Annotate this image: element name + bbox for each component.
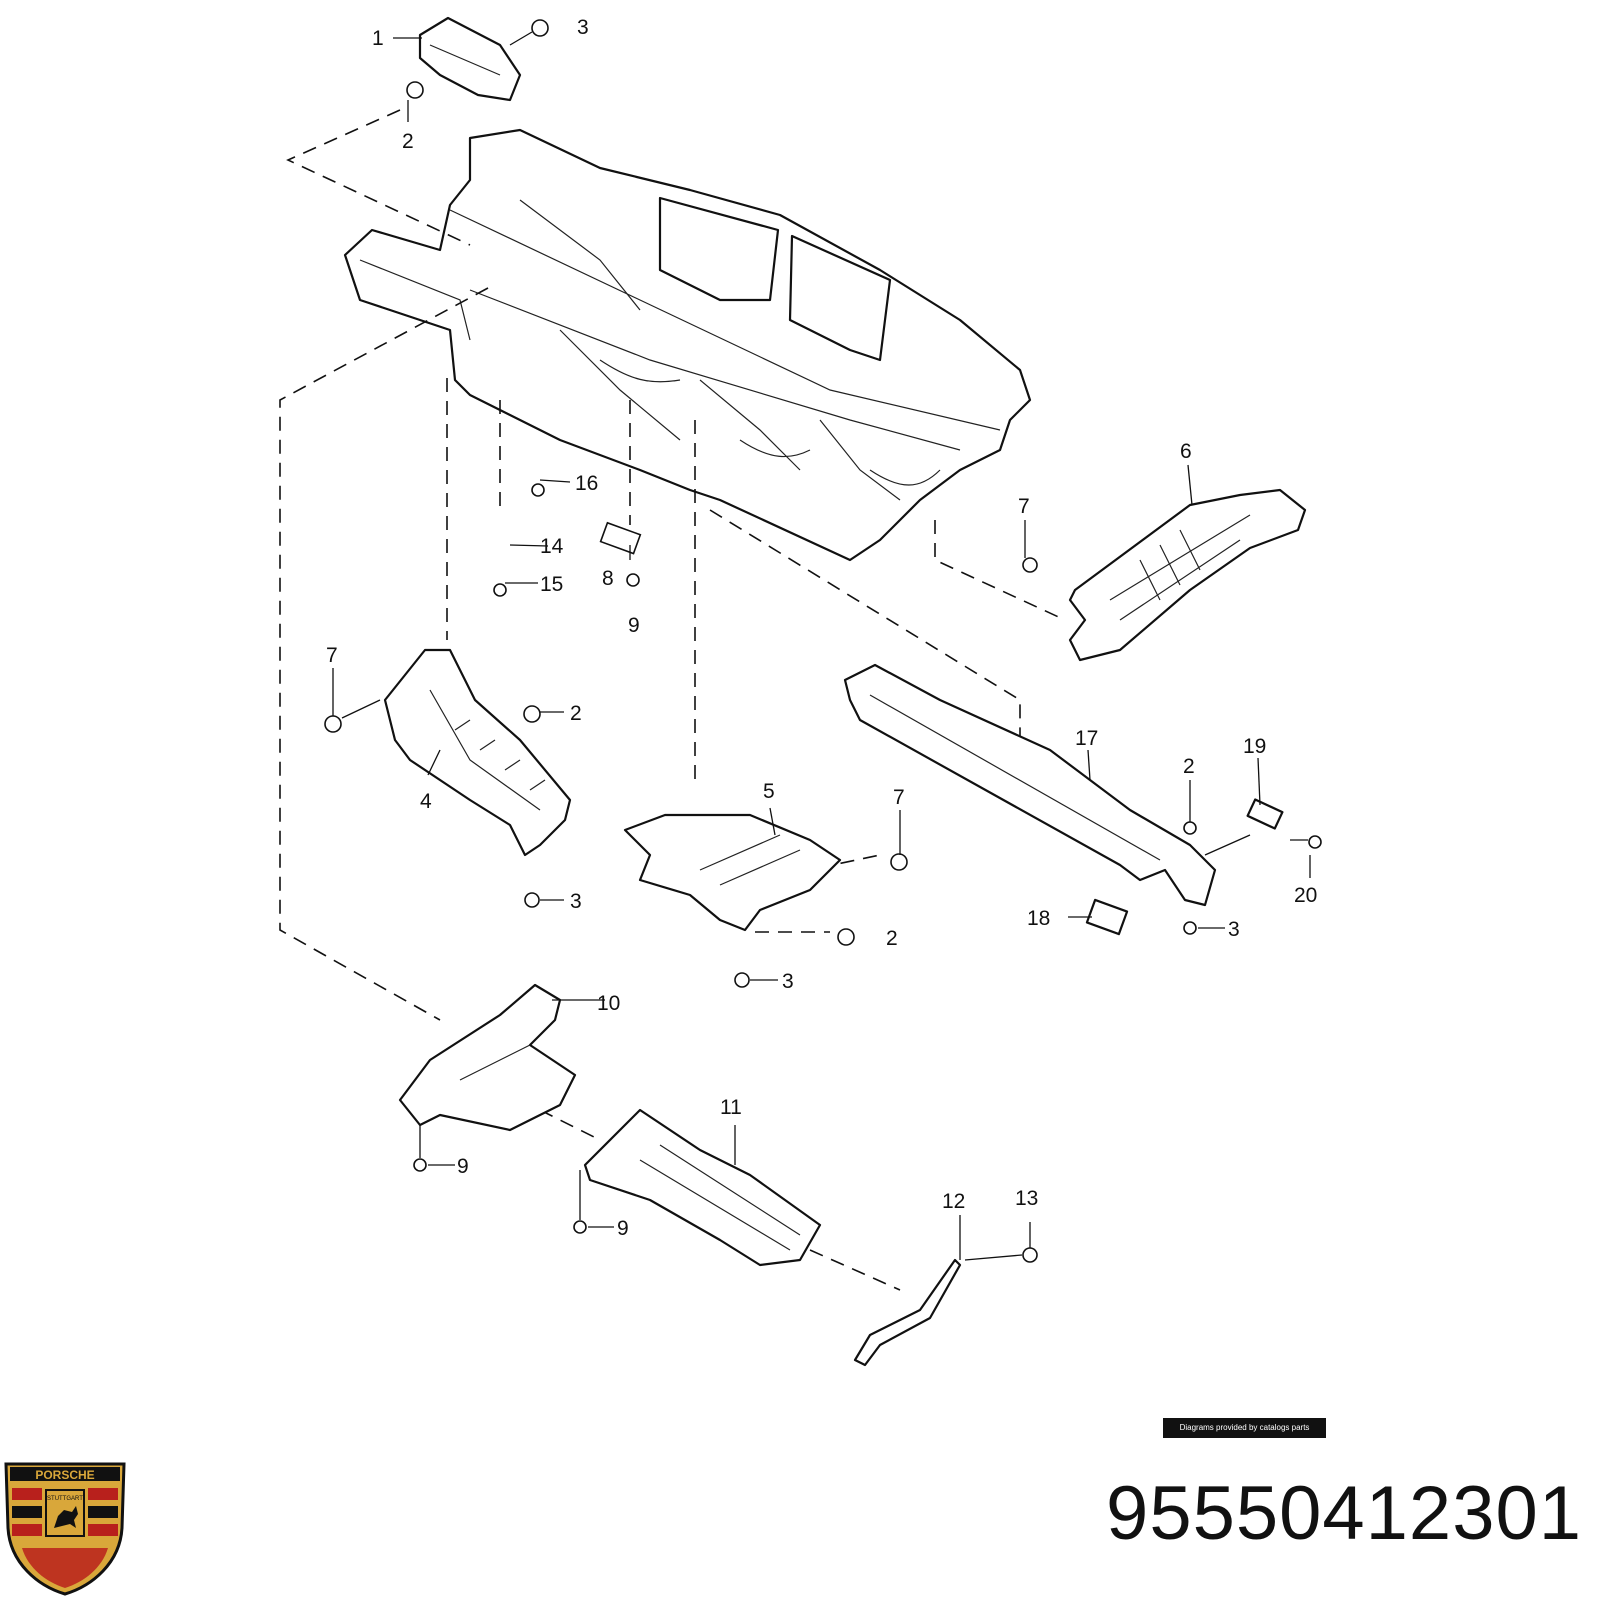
callout-13: 13 [1015, 1187, 1038, 1210]
callout-17: 17 [1075, 727, 1098, 750]
callout-2: 2 [570, 702, 582, 725]
callout-19: 19 [1243, 735, 1266, 758]
diagram-credit: Diagrams provided by catalogs parts [1163, 1418, 1326, 1438]
callout-12: 12 [942, 1190, 965, 1213]
callout-14: 14 [540, 535, 564, 558]
part-number: 95550412301 [1106, 1471, 1582, 1556]
callout-6: 6 [1180, 440, 1192, 463]
callout-2: 2 [886, 927, 898, 950]
callout-7: 7 [326, 644, 338, 667]
callout-3: 3 [570, 890, 582, 913]
part-17-bar [843, 663, 1217, 907]
callout-9: 9 [617, 1217, 629, 1240]
logo-wordmark: PORSCHE [35, 1468, 94, 1482]
part-6-panel [1068, 488, 1307, 662]
callout-11: 11 [720, 1096, 742, 1119]
logo-city: STUTTGART [47, 1496, 83, 1502]
callout-5: 5 [763, 780, 775, 803]
part-12-strap [853, 1258, 962, 1367]
callout-16: 16 [575, 472, 598, 495]
part-4-panel [383, 648, 572, 857]
callout-7: 7 [1018, 495, 1030, 518]
part-11-panel [583, 1108, 822, 1267]
part-5-panel [623, 813, 842, 932]
porsche-crest-icon: PORSCHE STUTTGART [4, 1462, 126, 1596]
body-floor-assembly [343, 128, 1032, 562]
leader-lines [332, 37, 1311, 1261]
callout-4: 4 [420, 790, 432, 813]
callout-8: 8 [602, 567, 614, 590]
part-19-bracket [1246, 798, 1284, 830]
callout-2: 2 [402, 130, 414, 153]
callout-2: 2 [1183, 755, 1195, 778]
callout-1: 1 [372, 27, 384, 50]
callout-20: 20 [1294, 884, 1317, 907]
callout-7: 7 [893, 786, 905, 809]
callout-18: 18 [1027, 907, 1050, 930]
callout-3: 3 [782, 970, 794, 993]
part-10-panel [398, 983, 577, 1132]
callout-9: 9 [457, 1155, 469, 1178]
callout-15: 15 [540, 573, 563, 596]
part-18-pad [1085, 898, 1129, 936]
callout-9: 9 [628, 614, 640, 637]
callout-10: 10 [597, 992, 620, 1015]
callout-3: 3 [577, 16, 589, 39]
callout-3: 3 [1228, 918, 1240, 941]
part-1-shield [418, 16, 522, 102]
callout-labels: 1 2 3 2 6 7 16 14 15 8 9 7 2 4 3 5 7 17 … [326, 16, 1317, 1240]
